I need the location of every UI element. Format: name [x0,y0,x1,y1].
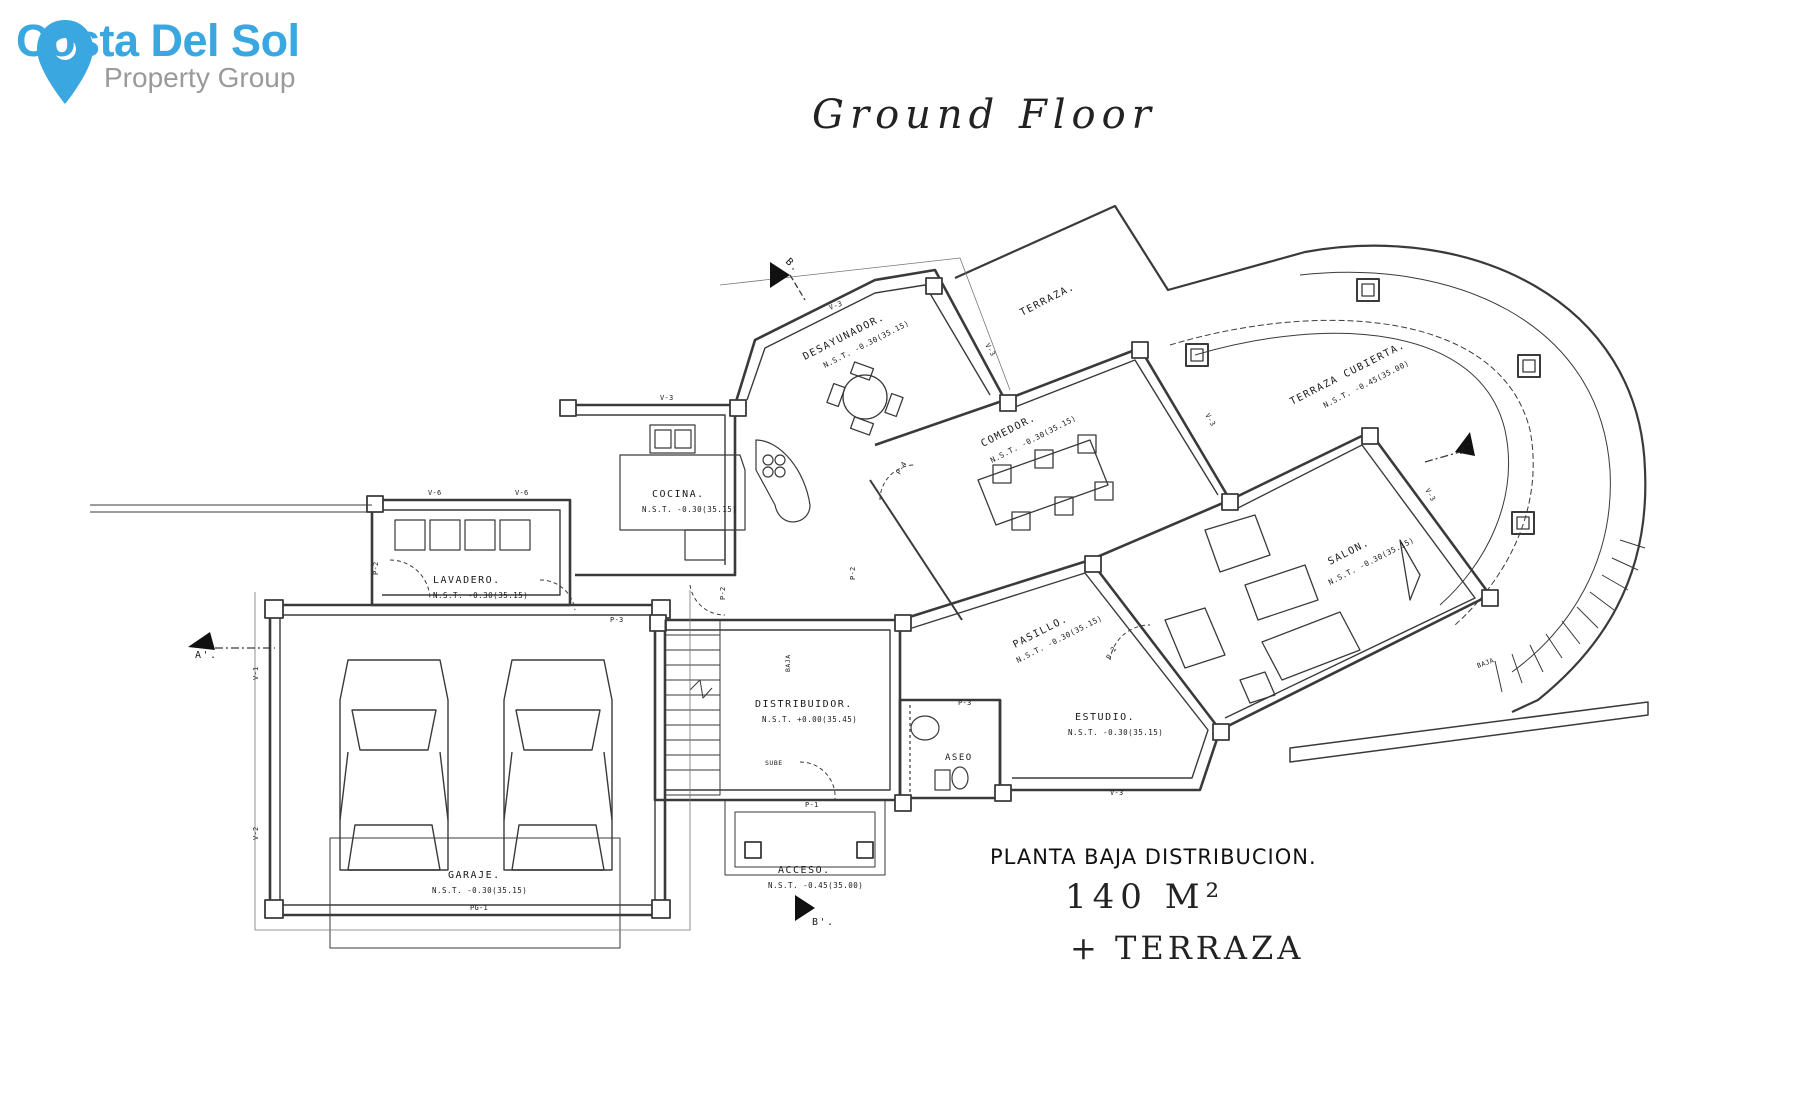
brand-logo: Costa Del Sol Property Group [8,18,338,118]
site-lines [254,257,1011,931]
section-mark-a-right: A. [1460,446,1475,457]
door-swings [389,464,1151,801]
window-tag: V-3 [983,342,997,358]
section-mark-a-left: A'. [195,650,218,661]
handwritten-title: Ground Floor [812,92,1157,138]
handwritten-terrace: + TERRAZA [1070,929,1305,967]
window-tag: V-3 [1110,789,1124,797]
room-label-aseo: ASEO [945,753,973,763]
door-tag: P-4 [895,460,909,476]
stair-label-baja: BAJA [784,654,792,672]
window-tag: V-6 [515,489,529,497]
brand-name: Costa Del Sol [16,15,300,66]
window-tag: V-6 [428,489,442,497]
toilet-fixtures [909,705,969,795]
staircase [664,619,721,796]
entrance-porch [724,799,886,876]
door-tag: P-1 [805,801,819,809]
window-tag: V-2 [252,826,260,840]
dining-table [977,434,1114,531]
section-mark-b-top: B. [783,256,801,274]
window-tag: V-3 [660,394,674,402]
ramp-label-baja: BAJA [1476,656,1495,670]
map-pin-icon [37,20,93,104]
garage-cars [90,504,621,949]
breakfast-table [826,361,904,436]
section-markers [188,262,1475,921]
room-level-cocina: N.S.T. -0.30(35.15) [642,505,737,514]
room-level-distribuidor: N.S.T. +0.00(35.45) [762,715,857,724]
room-label-cocina: COCINA. [652,489,705,500]
plan-caption: PLANTA BAJA DISTRIBUCION. [990,845,1317,869]
living-furniture [1164,514,1421,704]
kitchen-fixtures [394,424,811,561]
room-label-terraza: TERRAZA. [1018,282,1077,319]
window-tag: V-3 [1203,412,1217,428]
room-label-acceso: ACCESO. [778,865,831,876]
room-label-garaje: GARAJE. [448,870,501,881]
window-tag: V-1 [252,666,260,680]
door-tag: P-2 [719,586,727,600]
room-label-distribuidor: DISTRIBUIDOR. [755,699,853,710]
door-tag: P-3 [610,616,624,624]
room-level-lavadero: N.S.T. -0.30(35.15) [433,591,528,600]
room-level-garaje: N.S.T. -0.30(35.15) [432,886,527,895]
room-level-acceso: N.S.T. -0.45(35.00) [768,881,863,890]
door-tag: P-2 [372,561,380,575]
terrace-outline [954,204,1649,763]
wall-columns [264,277,1499,919]
door-tag: PG-1 [470,904,488,912]
brand-subtitle: Property Group [104,62,296,93]
handwritten-area: 140 M² [1065,877,1226,917]
door-tag: P-3 [958,699,972,707]
door-tag: P-2 [849,566,857,580]
door-tag: P-2 [1105,645,1119,661]
stair-label-sube: SUBE [765,759,783,767]
room-label-estudio: ESTUDIO. [1075,712,1135,723]
room-level-estudio: N.S.T. -0.30(35.15) [1068,728,1163,737]
section-mark-b-bottom: B'. [812,917,835,928]
window-tag: V-3 [1423,487,1437,503]
room-label-lavadero: LAVADERO. [433,575,501,586]
